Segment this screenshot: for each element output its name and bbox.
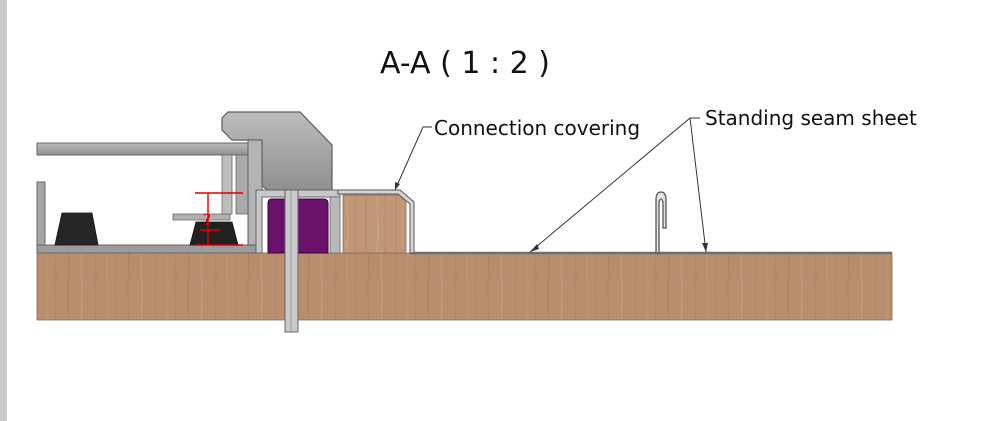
- wood-board: [36, 252, 893, 321]
- bottom-channel: [36, 244, 261, 254]
- base-cap-right: [329, 196, 341, 254]
- inner-rubber-gasket: [189, 221, 239, 246]
- dimension-mark: [195, 192, 243, 246]
- top-plate: [36, 142, 249, 156]
- label-connection-covering: Connection covering: [434, 116, 640, 140]
- dimension-text: ?: [203, 210, 212, 229]
- connection-covering: [337, 189, 415, 254]
- inner-rib: [221, 154, 233, 215]
- wood-block: [342, 194, 407, 254]
- leader-connection-covering: [394, 126, 432, 191]
- left-rubber-gasket: [54, 212, 99, 246]
- left-wall: [36, 181, 46, 254]
- inner-rib-2: [235, 154, 249, 215]
- leader-seam-2: [689, 117, 707, 253]
- section-title: A-A ( 1 : 2 ): [380, 46, 550, 81]
- seam-fold: [655, 191, 667, 254]
- label-standing-seam-sheet: Standing seam sheet: [705, 106, 917, 130]
- inner-shelf: [172, 213, 231, 221]
- screw: [284, 189, 299, 333]
- left-border: [0, 0, 7, 421]
